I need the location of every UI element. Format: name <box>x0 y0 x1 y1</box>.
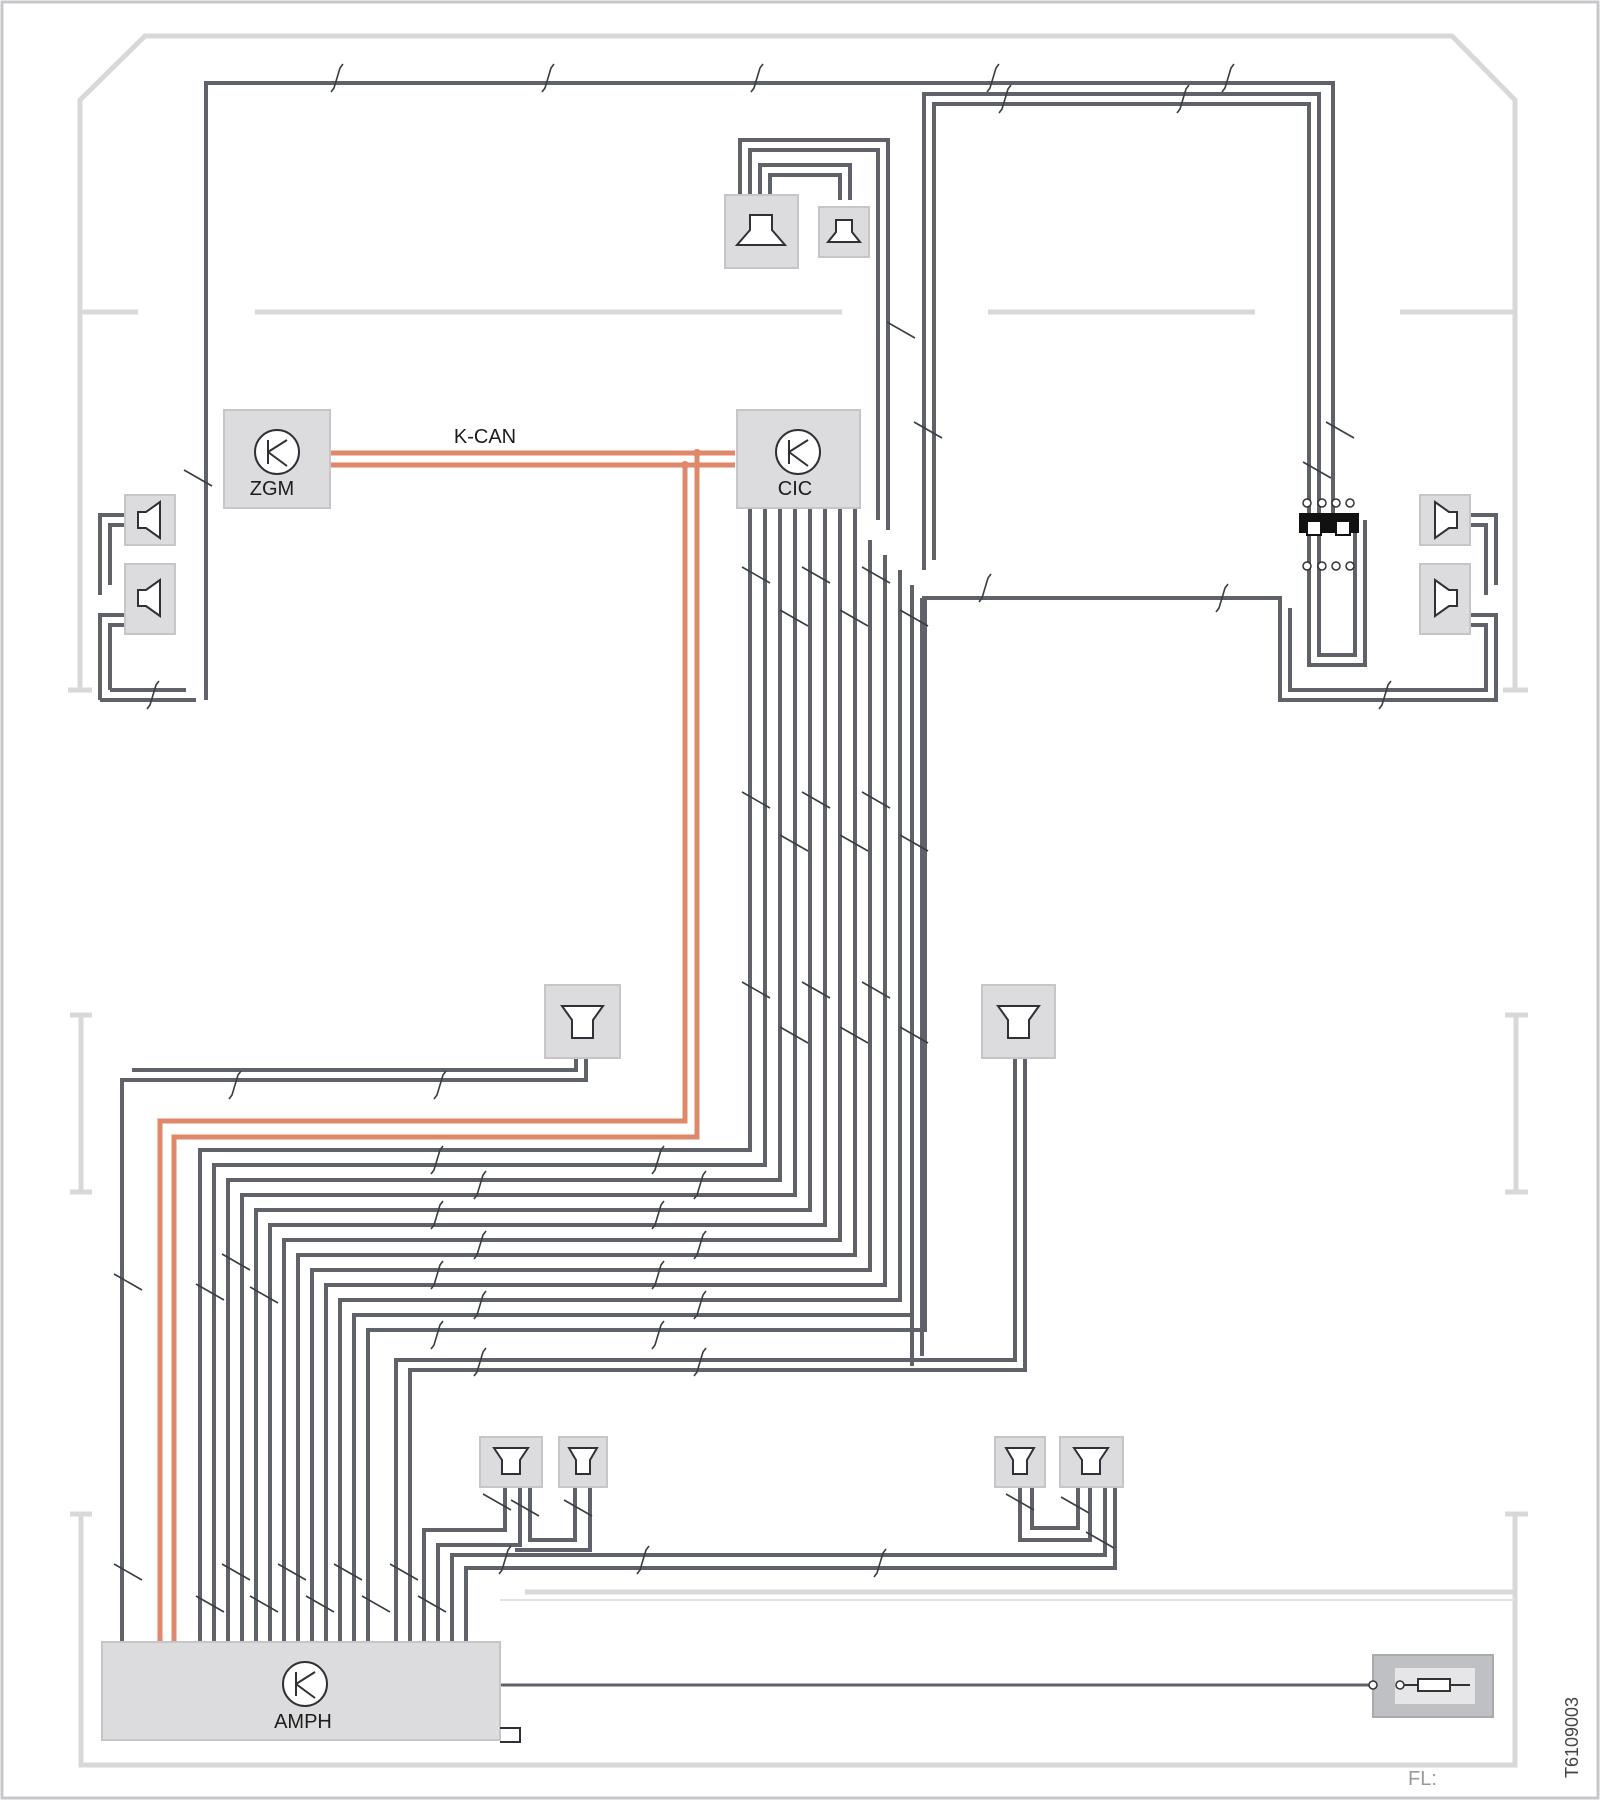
connector-block <box>1299 498 1359 571</box>
figure-code: T6109003 <box>1562 1697 1582 1778</box>
speaker-left-door-lower[interactable] <box>124 563 176 635</box>
speaker-icon <box>1434 500 1458 540</box>
speaker-center-left[interactable] <box>544 984 621 1059</box>
speaker-right-door-upper[interactable] <box>1419 494 1471 546</box>
speaker-icon <box>996 1005 1041 1039</box>
tweeter-icon <box>1072 1447 1110 1475</box>
speaker-rear-right-2[interactable] <box>1059 1436 1124 1488</box>
ecu-cic[interactable]: CIC <box>736 409 861 509</box>
amplifier-amph[interactable]: AMPH <box>101 1641 521 1743</box>
tweeter-icon <box>492 1447 530 1475</box>
speaker-right-door-lower[interactable] <box>1419 563 1471 635</box>
tweeter-icon <box>825 219 863 243</box>
speaker-rear-left-1[interactable] <box>479 1436 543 1488</box>
vehicle-outline <box>68 33 1528 1768</box>
power-distribution-box[interactable] <box>1368 1654 1494 1718</box>
speaker-icon <box>137 578 161 618</box>
twist-markers <box>113 63 1392 1613</box>
k-can-label: K-CAN <box>454 426 516 448</box>
fuse-icon <box>1417 1678 1451 1692</box>
speaker-rear-left-2[interactable] <box>558 1436 608 1488</box>
speaker-front-center-large[interactable] <box>724 194 799 269</box>
speaker-icon <box>1434 578 1458 618</box>
speaker-icon <box>560 1005 605 1039</box>
transistor-icon <box>254 429 300 475</box>
speaker-icon <box>734 214 788 246</box>
footer-label: FL: <box>1408 1768 1437 1790</box>
tweeter-icon <box>1004 1447 1036 1475</box>
k-can-bus <box>157 449 735 1642</box>
zgm-label: ZGM <box>250 478 294 500</box>
speaker-center-right[interactable] <box>981 984 1056 1059</box>
cic-label: CIC <box>778 478 812 500</box>
transistor-icon <box>775 429 821 475</box>
ecu-zgm[interactable]: ZGM <box>223 409 331 509</box>
amph-label: AMPH <box>274 1711 332 1733</box>
wiring-harness <box>98 71 1498 1687</box>
speaker-rear-right-1[interactable] <box>994 1436 1046 1488</box>
speaker-left-door-upper[interactable] <box>124 494 176 546</box>
transistor-icon <box>282 1661 328 1707</box>
speaker-front-center-small[interactable] <box>818 206 870 258</box>
speaker-icon <box>137 500 161 540</box>
tweeter-icon <box>567 1447 599 1475</box>
